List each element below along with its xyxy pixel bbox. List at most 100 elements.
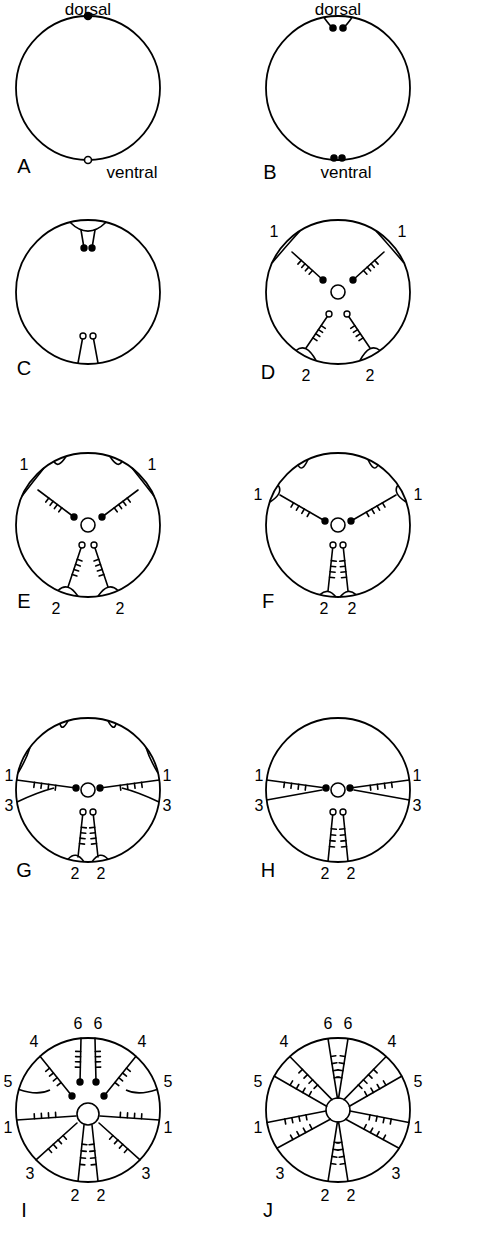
mesentery-fold xyxy=(58,587,78,596)
mesentery-number: 2 xyxy=(97,1188,106,1204)
mesentery-end-dot xyxy=(91,542,97,548)
mesentery-line xyxy=(40,1056,72,1096)
retractor-tick xyxy=(297,784,299,789)
mesentery-number: 1 xyxy=(20,457,29,473)
retractor-tick xyxy=(331,1163,336,1165)
retractor-tick xyxy=(297,1132,299,1136)
pharynx xyxy=(326,1098,350,1122)
mesentery-end-dot xyxy=(93,1079,99,1085)
retractor-tick xyxy=(292,1118,293,1123)
mesentery-number: 5 xyxy=(414,1074,423,1090)
retractor-tick xyxy=(50,1073,54,1076)
mesentery-line xyxy=(350,780,409,788)
retractor-tick xyxy=(383,1135,385,1139)
retractor-tick xyxy=(334,1141,339,1143)
retractor-tick xyxy=(58,1140,61,1144)
body-outline xyxy=(16,16,160,160)
retractor-tick xyxy=(119,785,121,790)
retractor-tick xyxy=(376,784,378,789)
retractor-tick xyxy=(384,783,386,788)
mesentery-number: 3 xyxy=(142,1166,151,1182)
orientation-label: ventral xyxy=(320,164,371,181)
retractor-tick xyxy=(81,1150,86,1152)
mesentery-fold xyxy=(108,721,116,727)
retractor-tick xyxy=(339,1062,344,1064)
retractor-tick xyxy=(96,1066,101,1068)
retractor-tick xyxy=(127,1113,129,1118)
mesentery-end-dot xyxy=(320,277,326,283)
retractor-tick xyxy=(307,512,310,516)
mesentery-end-dot xyxy=(330,542,336,548)
mesentery-end-dot xyxy=(81,245,87,251)
retractor-tick xyxy=(141,1114,143,1119)
retractor-tick xyxy=(318,330,322,333)
mesentery-number: 3 xyxy=(26,1166,35,1182)
mesentery-line xyxy=(100,1116,159,1120)
mesentery-line xyxy=(78,336,83,363)
retractor-tick xyxy=(134,1113,136,1118)
body-outline xyxy=(266,718,410,862)
retractor-tick xyxy=(97,569,102,571)
mesentery-line xyxy=(93,336,98,363)
mesentery-number: 4 xyxy=(30,1034,39,1050)
mesentery-line xyxy=(306,314,329,348)
mesentery-end-dot xyxy=(348,518,354,524)
mesentery-number: 1 xyxy=(148,457,157,473)
retractor-tick xyxy=(331,834,336,836)
retractor-tick xyxy=(332,1062,337,1064)
retractor-tick xyxy=(330,846,335,848)
retractor-tick xyxy=(55,1112,57,1117)
mesentery-number: 2 xyxy=(302,368,311,384)
retractor-tick xyxy=(46,498,49,502)
mesentery-fold xyxy=(98,587,118,596)
mesentery-number: 2 xyxy=(366,368,375,384)
mesentery-line xyxy=(102,490,138,517)
mesentery-line xyxy=(80,1038,81,1082)
mesentery-end-dot xyxy=(323,785,329,791)
mesentery-number: 4 xyxy=(138,1034,147,1050)
retractor-tick xyxy=(72,574,77,576)
retractor-tick xyxy=(115,1083,119,1086)
mesentery-number: 3 xyxy=(163,798,172,814)
retractor-tick xyxy=(76,1056,81,1058)
body-outline xyxy=(266,220,410,364)
mesentery-line xyxy=(339,1122,348,1181)
retractor-tick xyxy=(364,1125,366,1129)
mesentery-number: 2 xyxy=(97,866,106,882)
panel-letter: I xyxy=(21,1200,27,1220)
retractor-tick xyxy=(372,509,375,513)
retractor-tick xyxy=(331,1055,336,1057)
retractor-tick xyxy=(366,512,369,516)
retractor-tick xyxy=(48,1149,51,1153)
retractor-tick xyxy=(391,782,393,787)
retractor-tick xyxy=(302,509,305,513)
retractor-tick xyxy=(356,334,360,337)
mesentery-fold xyxy=(146,747,158,773)
mesentery-line xyxy=(346,1119,399,1148)
retractor-tick xyxy=(40,1113,42,1118)
retractor-tick xyxy=(284,1119,287,1124)
retractor-tick xyxy=(123,1073,127,1076)
retractor-tick xyxy=(389,1119,392,1124)
retractor-tick xyxy=(76,1051,81,1053)
retractor-tick xyxy=(50,501,53,505)
mesentery-line xyxy=(68,545,82,587)
mesentery-line xyxy=(347,314,370,348)
retractor-tick xyxy=(59,508,62,512)
mesentery-fold xyxy=(298,460,308,468)
mesentery-end-dot xyxy=(73,785,79,791)
mesentery-line xyxy=(328,812,333,861)
retractor-tick xyxy=(331,560,336,562)
mesentery-line xyxy=(92,1125,98,1181)
mesentery-end-dot xyxy=(347,785,353,791)
retractor-tick xyxy=(90,826,95,828)
panel-letter: F xyxy=(262,591,274,611)
retractor-tick xyxy=(353,330,357,333)
retractor-tick xyxy=(365,1092,367,1096)
mesentery-end-dot xyxy=(330,25,336,31)
mesentery-line xyxy=(94,545,108,587)
mesentery-line xyxy=(38,490,74,517)
mesentery-end-dot xyxy=(80,333,86,339)
retractor-tick xyxy=(364,271,367,275)
retractor-tick xyxy=(296,1085,299,1089)
